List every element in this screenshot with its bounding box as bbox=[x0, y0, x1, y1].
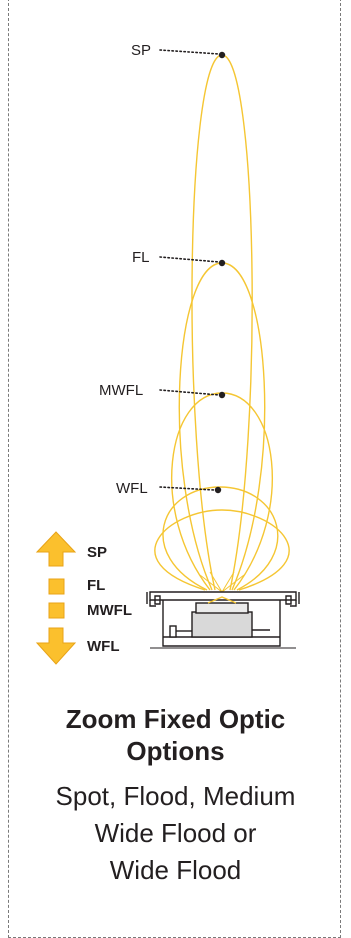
mwfl-square-icon bbox=[48, 602, 65, 619]
legend-graphics bbox=[35, 531, 77, 665]
legend-label-wfl: WFL bbox=[87, 638, 120, 655]
beam-label-mwfl: MWFL bbox=[99, 382, 144, 399]
legend-label-mwfl: MWFL bbox=[87, 602, 132, 619]
callout-leaders bbox=[159, 49, 220, 491]
beam-curves bbox=[154, 54, 290, 593]
description-line-2: Wide Flood or bbox=[94, 818, 257, 848]
fixture-drawing bbox=[146, 591, 300, 647]
beam-sp-dot bbox=[218, 51, 226, 59]
up-arrow-icon bbox=[35, 531, 77, 567]
beam-wfl-dot bbox=[214, 486, 222, 494]
description-line-1: Spot, Flood, Medium bbox=[55, 781, 296, 811]
beam-mwfl-curve bbox=[171, 392, 273, 591]
fl-square-icon bbox=[48, 578, 65, 595]
title-line-1: Zoom Fixed Optic bbox=[65, 704, 286, 734]
beam-fl-dot bbox=[218, 259, 226, 267]
legend-label-sp: SP bbox=[87, 544, 108, 561]
beam-label-wfl: WFL bbox=[116, 480, 148, 497]
legend-label-fl: FL bbox=[87, 577, 106, 594]
description-line-3: Wide Flood bbox=[109, 855, 242, 885]
beam-label-fl: FL bbox=[132, 249, 150, 266]
down-arrow-icon bbox=[35, 627, 77, 665]
beam-mwfl-dot bbox=[218, 391, 226, 399]
beam-wide-curve bbox=[154, 509, 290, 591]
beam-wfl-curve bbox=[162, 486, 279, 591]
beam-label-sp: SP bbox=[131, 42, 152, 59]
title-line-2: Options bbox=[126, 736, 225, 766]
